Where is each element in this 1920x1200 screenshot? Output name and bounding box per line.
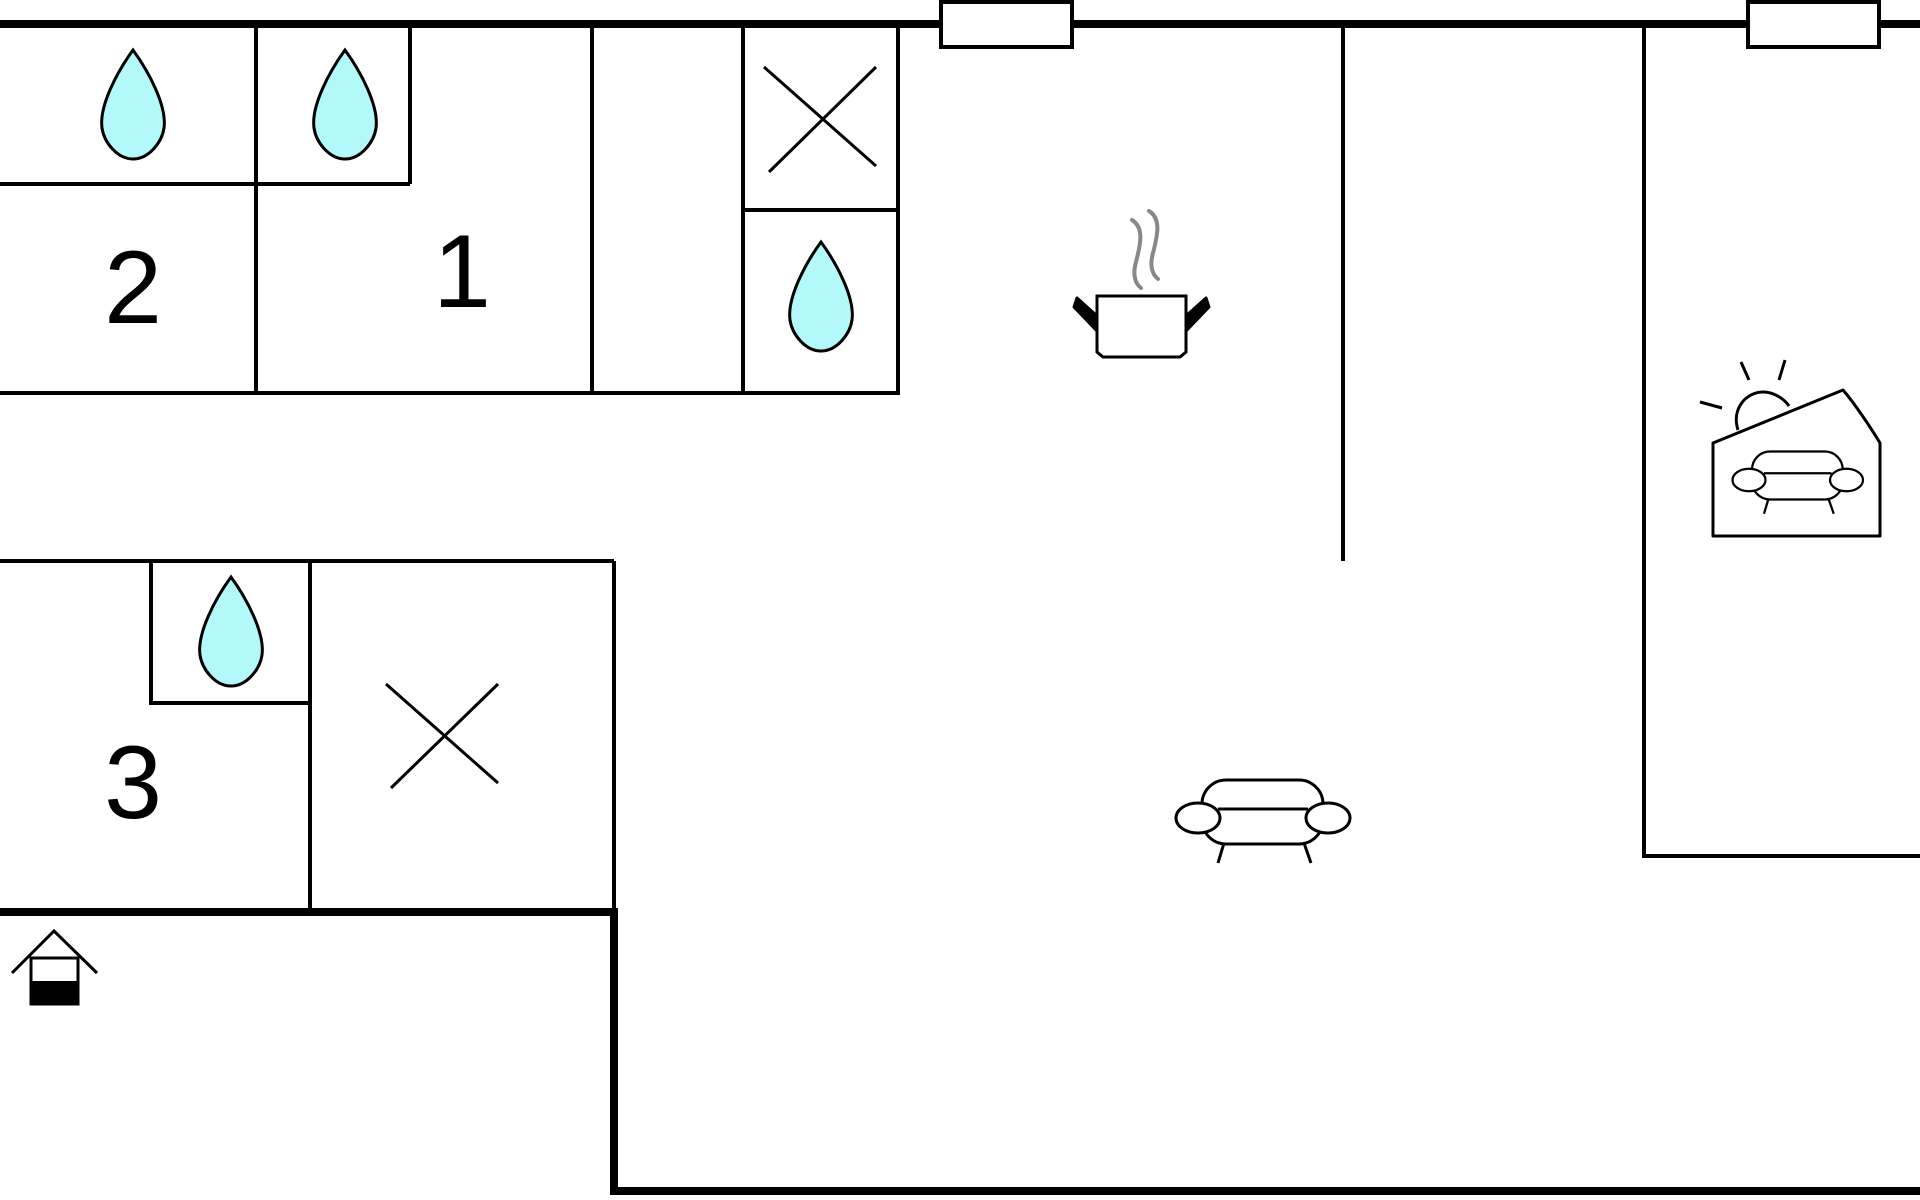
window-icon	[1746, 0, 1881, 49]
x-mark-icon	[385, 682, 500, 790]
entrance-house-icon	[10, 928, 99, 1006]
water-drop-icon	[198, 574, 264, 688]
x-mark-icon	[763, 65, 878, 174]
sofa-icon	[1174, 778, 1352, 864]
window-icon	[939, 0, 1074, 49]
outer-walls	[0, 20, 1920, 1195]
conservatory-walls	[1642, 24, 1920, 858]
room-number-3: 3	[104, 725, 162, 841]
interior-walls-upper	[0, 24, 900, 395]
room-number-1: 1	[433, 214, 491, 330]
room-number-2: 2	[104, 230, 162, 346]
cooking-pot-icon	[1072, 209, 1211, 359]
interior-walls-lower	[0, 559, 616, 912]
sunroom-icon	[1699, 359, 1882, 538]
water-drop-icon	[312, 47, 378, 161]
water-drop-icon	[788, 239, 854, 353]
water-drop-icon	[100, 47, 166, 161]
